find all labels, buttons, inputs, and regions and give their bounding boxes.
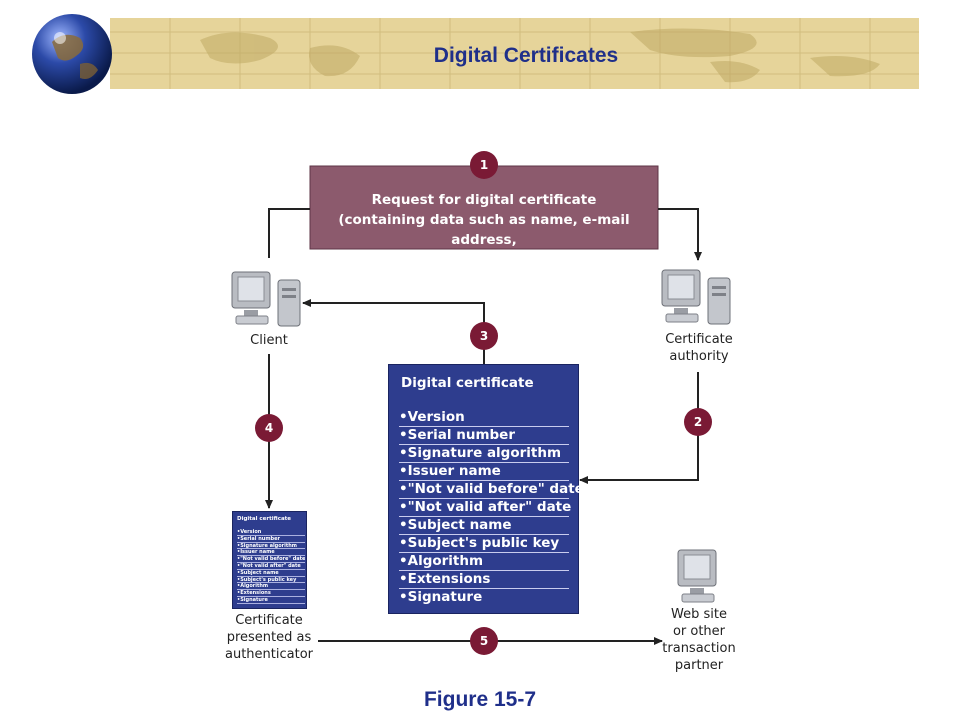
certificate-field: •Serial number <box>399 427 569 445</box>
certificate-field: •Subject's public key <box>399 535 569 553</box>
mini-certificate-field: •"Not valid before" date <box>237 556 305 563</box>
ca-label: Certificate authority <box>650 331 748 365</box>
step-badge-3: 3 <box>470 322 498 350</box>
presented-certificate-thumbnail: Digital certificate •Version •Serial num… <box>232 511 307 609</box>
certificate-field-list: •Version •Serial number •Signature algor… <box>399 409 584 607</box>
mini-certificate-field: •Issuer name <box>237 549 305 557</box>
website-computer-icon <box>677 549 717 603</box>
certificate-field: •Subject name <box>399 517 569 535</box>
client-label: Client <box>250 333 288 348</box>
certificate-title: Digital certificate <box>401 375 534 391</box>
mini-certificate-field-list: •Version •Serial number •Signature algor… <box>237 529 305 604</box>
certificate-field: •Version <box>399 409 569 427</box>
mini-certificate-field: •"Not valid after" date <box>237 563 305 570</box>
mini-certificate-field: •Version <box>237 529 305 536</box>
request-line-2: (containing data such as name, e-mail ad… <box>338 212 630 248</box>
request-box-text: Request for digital certificate (contain… <box>310 190 658 270</box>
page-title: Digital Certificates <box>433 44 619 67</box>
certificate-field: •"Not valid before" date <box>399 481 584 499</box>
step-badge-2: 2 <box>684 408 712 436</box>
mini-certificate-field: •Subject's public key <box>237 577 305 584</box>
mini-certificate-field: •Extensions <box>237 590 305 597</box>
request-line-3: company name and public key) <box>365 252 603 268</box>
certificate-field: •Signature algorithm <box>399 445 569 463</box>
connector-request-to-ca <box>658 208 702 261</box>
digital-certificate-panel: Digital certificate •Version •Serial num… <box>388 364 584 614</box>
certificate-field: •Extensions <box>399 571 569 589</box>
mini-certificate-field: •Signature algorithm <box>237 543 305 550</box>
mini-certificate-title: Digital certificate <box>237 516 292 522</box>
mini-certificate-field: •Subject name <box>237 570 305 577</box>
presented-label: Certificate presented as authenticator <box>212 612 326 663</box>
step-badge-4: 4 <box>255 414 283 442</box>
website-label-line: Web site <box>671 607 727 622</box>
step-badge-1: 1 <box>470 151 498 179</box>
ca-label-line: Certificate <box>665 332 733 347</box>
request-box <box>309 165 659 250</box>
mini-certificate-field: •Signature <box>237 597 305 604</box>
certificate-field: •Issuer name <box>399 463 569 481</box>
client-computer-icon <box>231 271 301 327</box>
figure-caption: Figure 15-7 <box>423 688 537 711</box>
header-banner <box>110 18 919 89</box>
certificate-field: •Algorithm <box>399 553 569 571</box>
website-label-line: or other <box>672 624 726 639</box>
website-label: Web site or other transaction partner <box>650 606 748 674</box>
mini-certificate-field: •Algorithm <box>237 583 305 591</box>
connector-certificate-to-client <box>302 299 485 364</box>
presented-label-line: presented as <box>226 630 312 645</box>
presented-label-line: authenticator <box>225 647 313 662</box>
website-label-line: transaction <box>662 641 736 656</box>
connector-client-to-request <box>268 208 310 258</box>
ca-computer-icon <box>661 269 731 325</box>
presented-label-line: Certificate <box>235 613 303 628</box>
ca-label-line: authority <box>669 349 729 364</box>
certificate-field: •Signature <box>399 589 483 605</box>
connector-ca-to-certificate <box>579 372 699 484</box>
request-line-1: Request for digital certificate <box>371 192 597 208</box>
step-badge-5: 5 <box>470 627 498 655</box>
certificate-field: •"Not valid after" date <box>399 499 572 517</box>
world-map-pattern <box>110 18 919 89</box>
website-label-line: partner <box>674 658 724 673</box>
mini-certificate-field: •Serial number <box>237 536 305 543</box>
globe-icon <box>30 12 114 96</box>
